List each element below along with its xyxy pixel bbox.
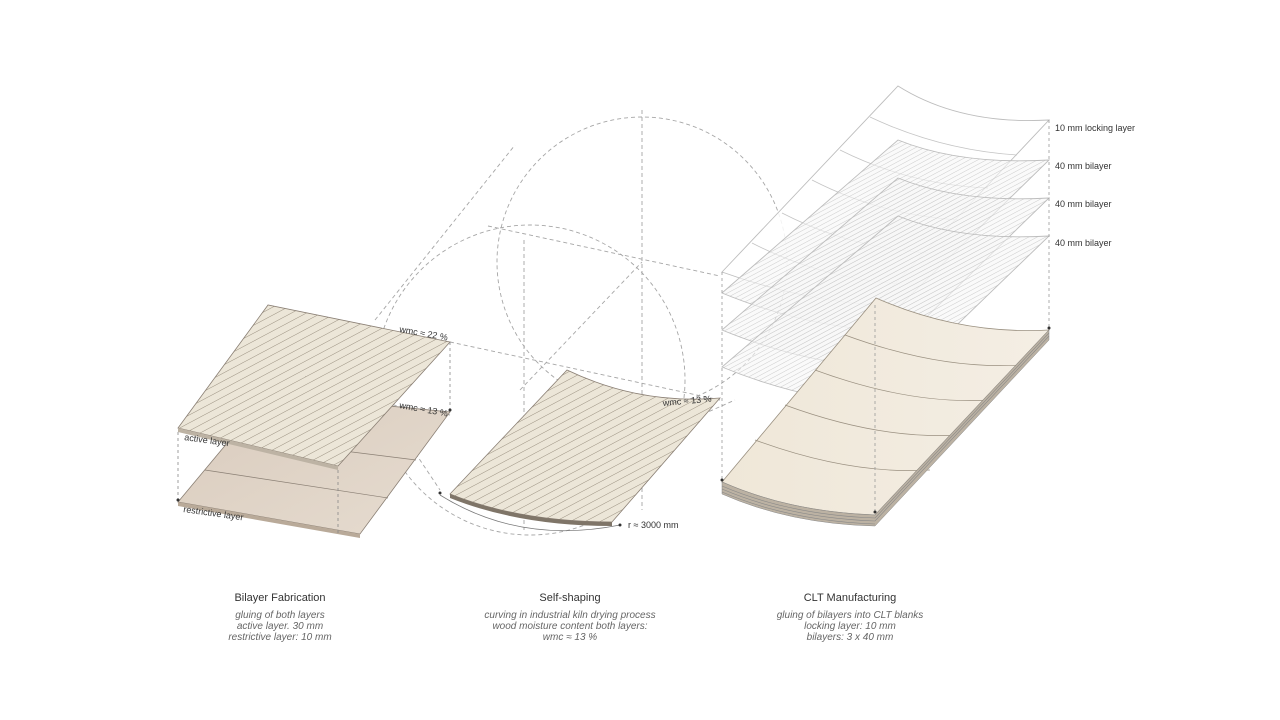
caption-self-shaping: Self-shaping curving in industrial kiln … <box>440 592 700 643</box>
bilayer-fabrication-drawing: wmc ≈ 22 % wmc ≈ 13 % active layer restr… <box>176 304 452 538</box>
caption-clt-manufacturing: CLT Manufacturing gluing of bilayers int… <box>730 592 970 643</box>
caption-line: curving in industrial kiln drying proces… <box>484 610 656 621</box>
caption-line: locking layer: 10 mm <box>804 621 896 632</box>
locking-layer-label: 10 mm locking layer <box>1055 123 1136 133</box>
caption-line: restrictive layer: 10 mm <box>228 632 332 643</box>
bilayer-label-2: 40 mm bilayer <box>1055 199 1112 209</box>
caption-bilayer-fabrication: Bilayer Fabrication gluing of both layer… <box>180 592 380 643</box>
caption-line: bilayers: 3 x 40 mm <box>806 632 894 643</box>
wmc-13-curved-label: wmc ≈ 13 % <box>661 394 712 408</box>
caption-line: gluing of bilayers into CLT blanks <box>776 610 924 621</box>
bilayer-label-3: 40 mm bilayer <box>1055 238 1112 248</box>
curved-bilayer <box>449 369 721 523</box>
caption-title: CLT Manufacturing <box>803 592 897 604</box>
self-shaping-drawing: wmc ≈ 13 % r ≈ 3000 mm <box>438 369 721 532</box>
caption-title: Bilayer Fabrication <box>234 592 326 604</box>
caption-line: wmc ≈ 13 % <box>542 632 598 643</box>
caption-line: gluing of both layers <box>235 610 325 621</box>
clt-manufacturing-drawing <box>720 85 1051 527</box>
caption-line: wood moisture content both layers: <box>492 621 648 632</box>
bilayer-label-1: 40 mm bilayer <box>1055 161 1112 171</box>
radius-label: r ≈ 3000 mm <box>628 520 678 530</box>
caption-title: Self-shaping <box>539 592 601 604</box>
caption-line: active layer. 30 mm <box>236 621 324 632</box>
